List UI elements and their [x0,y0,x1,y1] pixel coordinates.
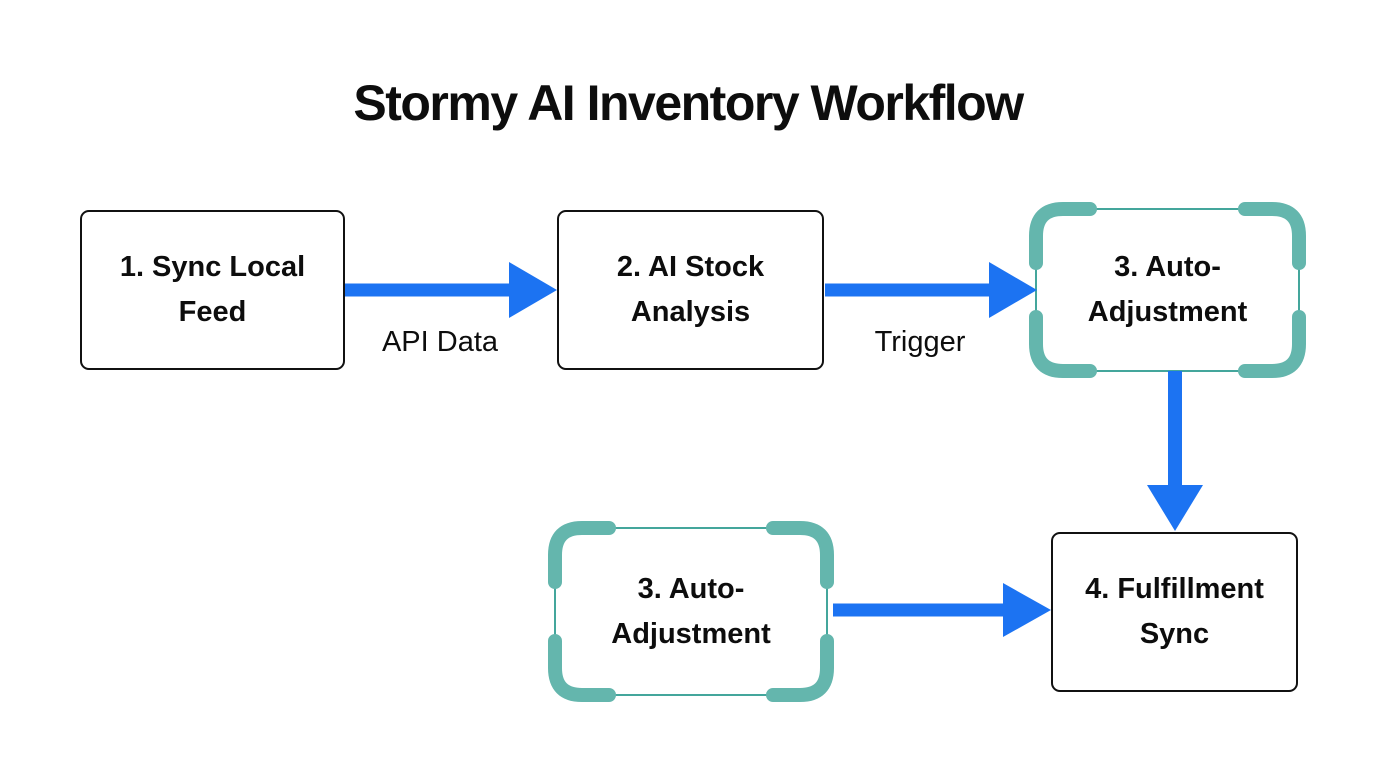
arrow-adjustment-to-fulfillment-icon [1147,371,1203,531]
page-title: Stormy AI Inventory Workflow [353,75,1024,131]
node-label: 1. Sync Local Feed [119,251,306,328]
node-fulfillment-sync: 4. Fulfillment Sync [1051,532,1298,692]
arrow-bottom-adjustment-to-fulfillment-icon [833,583,1051,637]
node-label: 3. Auto-Adjustment [1087,251,1248,328]
node-label: 4. Fulfillment Sync [1085,573,1264,650]
node-label: 3. Auto-Adjustment [611,572,771,650]
node-sync-local-feed: 1. Sync Local Feed [80,210,345,370]
node-auto-adjustment-bottom: 3. Auto-Adjustment [546,519,836,704]
node-label: 2. AI Stock Analysis [616,251,765,328]
arrow-sync-to-analysis-icon [345,262,557,318]
highlight-frame-icon [548,521,834,702]
node-ai-stock-analysis: 2. AI Stock Analysis [557,210,824,370]
edge-label-api-data: API Data [381,326,499,358]
edge-label-trigger: Trigger [874,326,966,358]
arrow-analysis-to-adjustment-icon [825,262,1037,318]
node-auto-adjustment-top: 3. Auto-Adjustment [1027,200,1308,380]
highlight-frame-icon [1029,202,1306,378]
